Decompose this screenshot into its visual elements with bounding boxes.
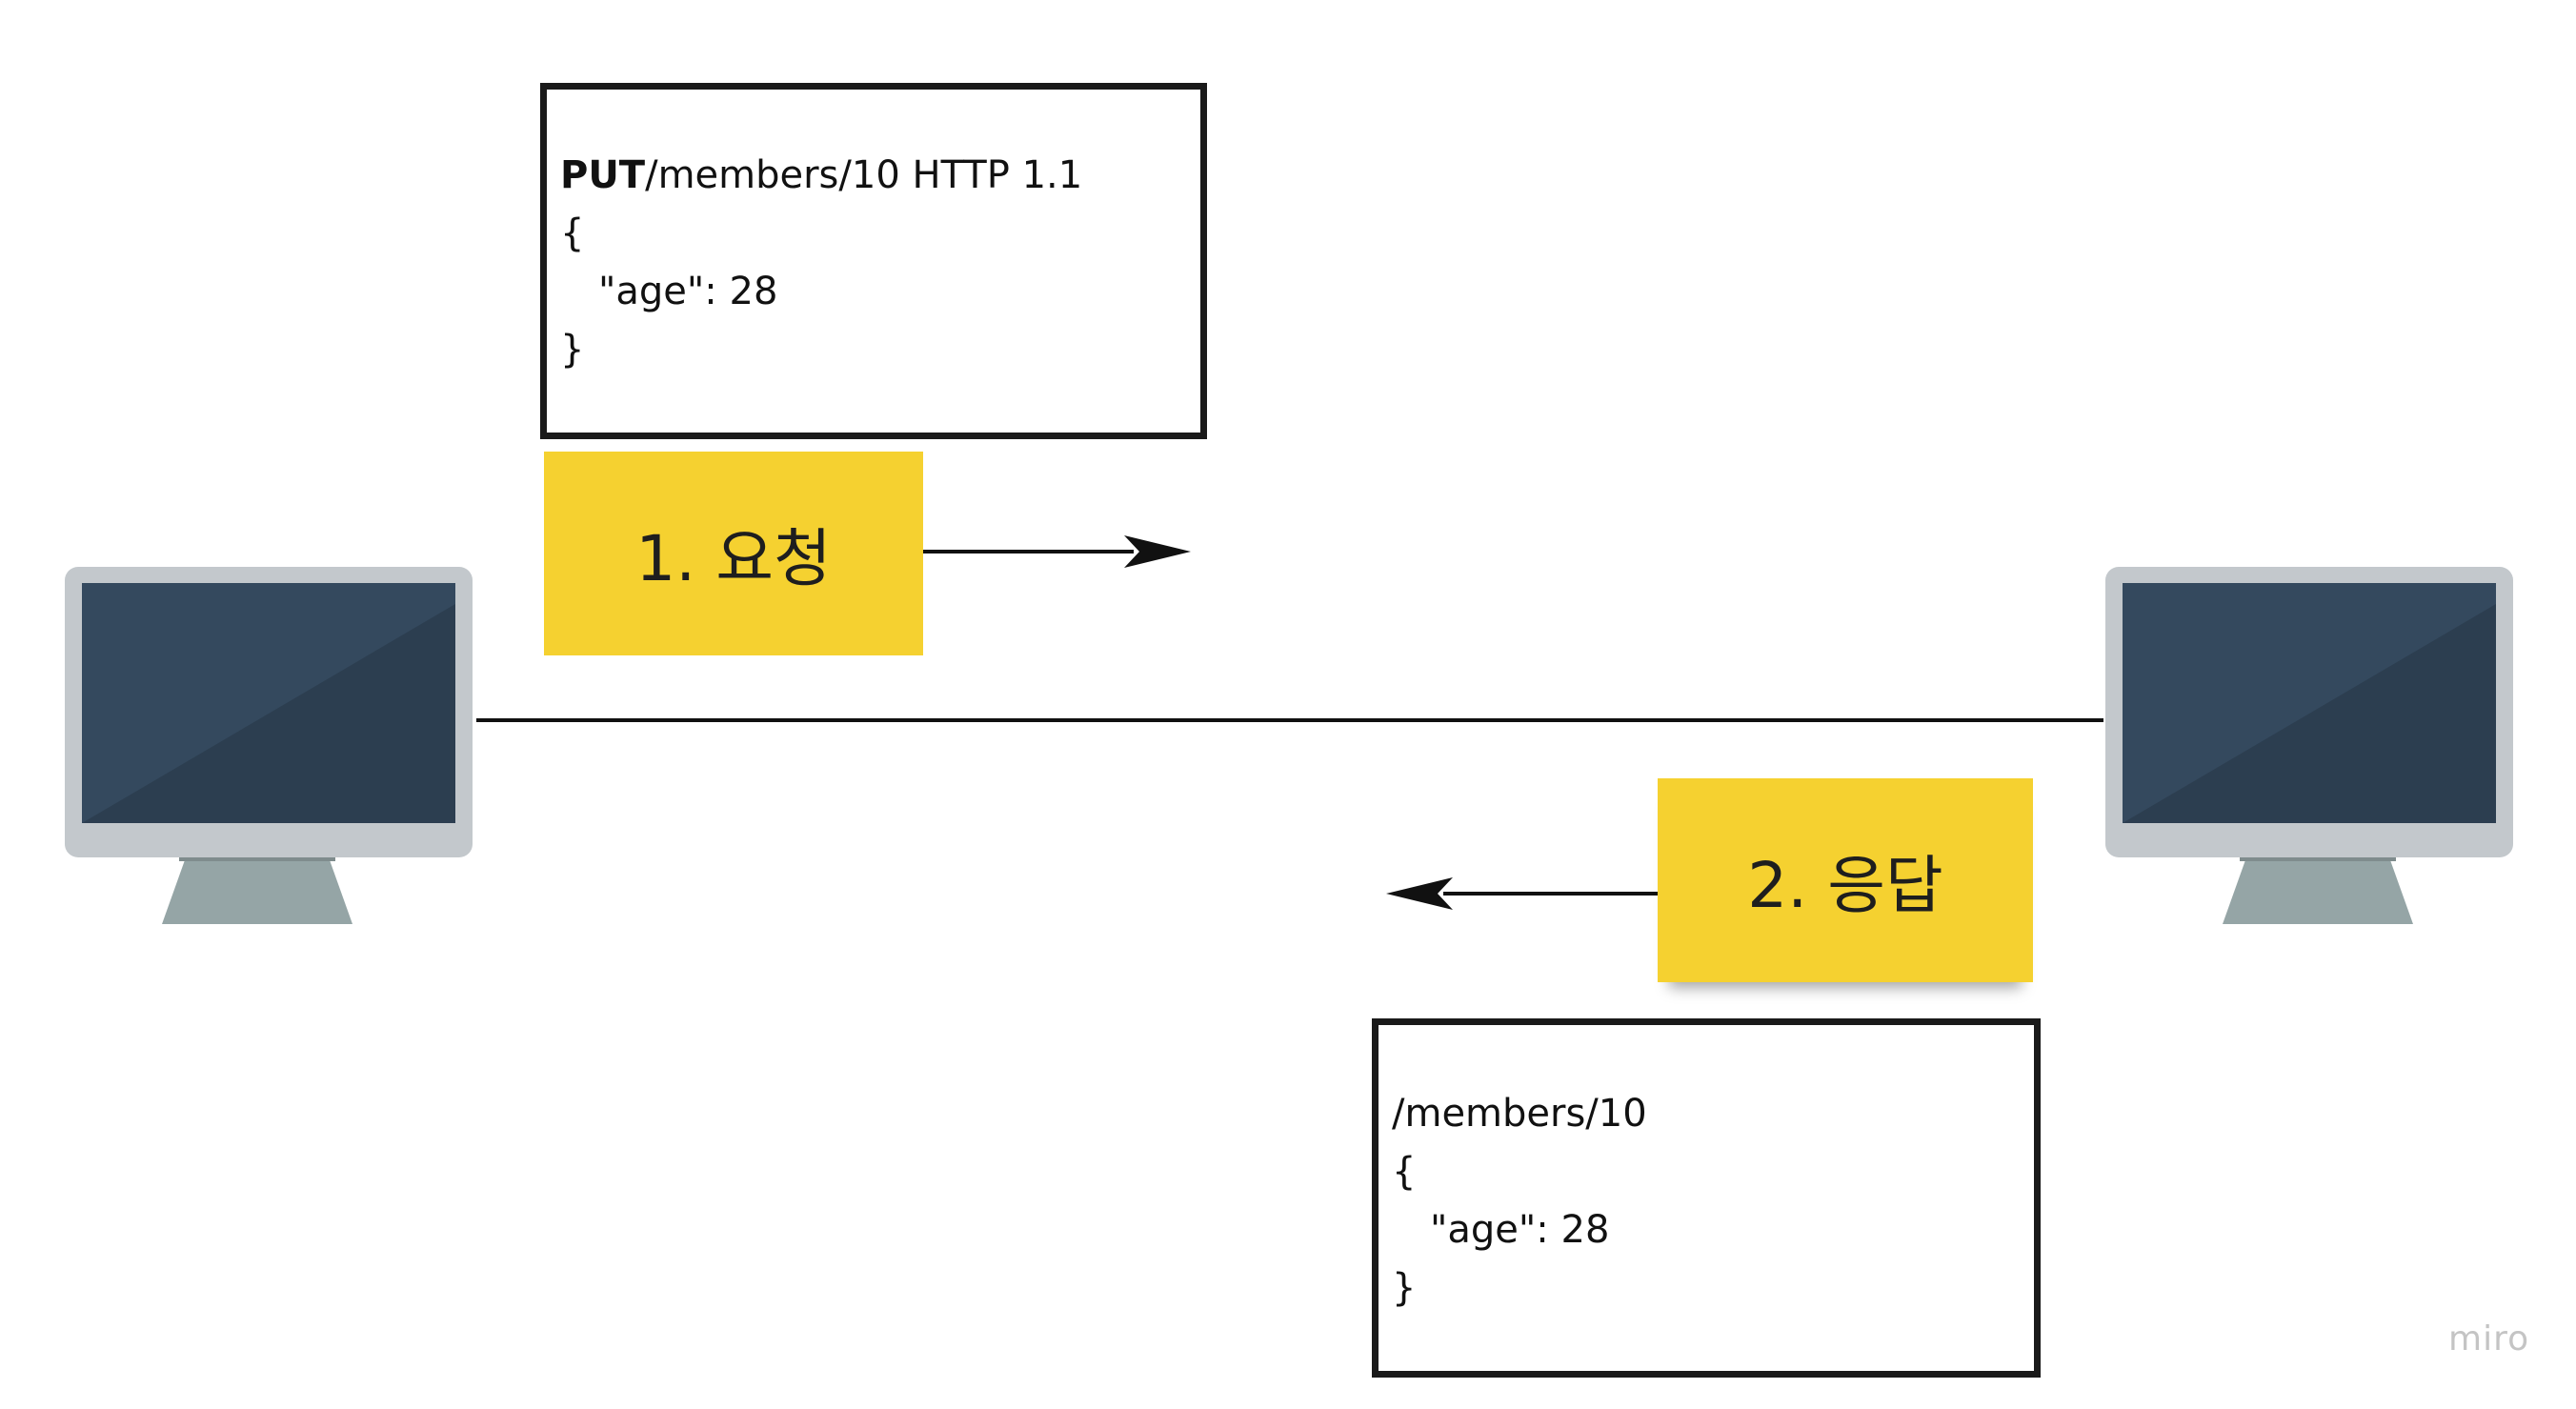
request-line: PUT/members/10 HTTP 1.1 (560, 147, 1200, 205)
client-monitor-screen-shade (82, 604, 455, 823)
response-arrow (1386, 877, 1658, 910)
response-close-brace: } (1392, 1266, 1417, 1310)
response-path: /members/10 (1392, 1092, 1647, 1136)
request-body-field: "age": 28 (598, 270, 778, 313)
response-body-field: "age": 28 (1430, 1208, 1610, 1252)
server-monitor-screen-shade (2123, 604, 2496, 823)
client-monitor-stand (162, 857, 352, 924)
client-monitor-icon (65, 567, 473, 924)
request-arrow (922, 535, 1191, 568)
response-sticky-label: 2. 응답 (1747, 849, 1943, 922)
server-monitor-icon (2105, 567, 2513, 924)
request-method: PUT (560, 153, 646, 197)
request-message-box: PUT/members/10 HTTP 1.1 { "age": 28 } (540, 83, 1207, 439)
response-message-box: /members/10 { "age": 28 } (1372, 1018, 2041, 1378)
server-monitor-stand (2223, 857, 2413, 924)
response-sticky-note: 2. 응답 (1658, 778, 2033, 982)
request-path: /members/10 HTTP 1.1 (645, 153, 1083, 197)
request-close-brace: } (560, 328, 585, 372)
response-arrow-head (1386, 877, 1453, 910)
miro-watermark: miro (2448, 1319, 2530, 1359)
request-arrow-head (1124, 535, 1191, 568)
request-sticky-label: 1. 요청 (635, 522, 832, 595)
request-sticky-note: 1. 요청 (544, 452, 923, 655)
request-open-brace: { (560, 211, 585, 255)
response-open-brace: { (1392, 1150, 1417, 1194)
